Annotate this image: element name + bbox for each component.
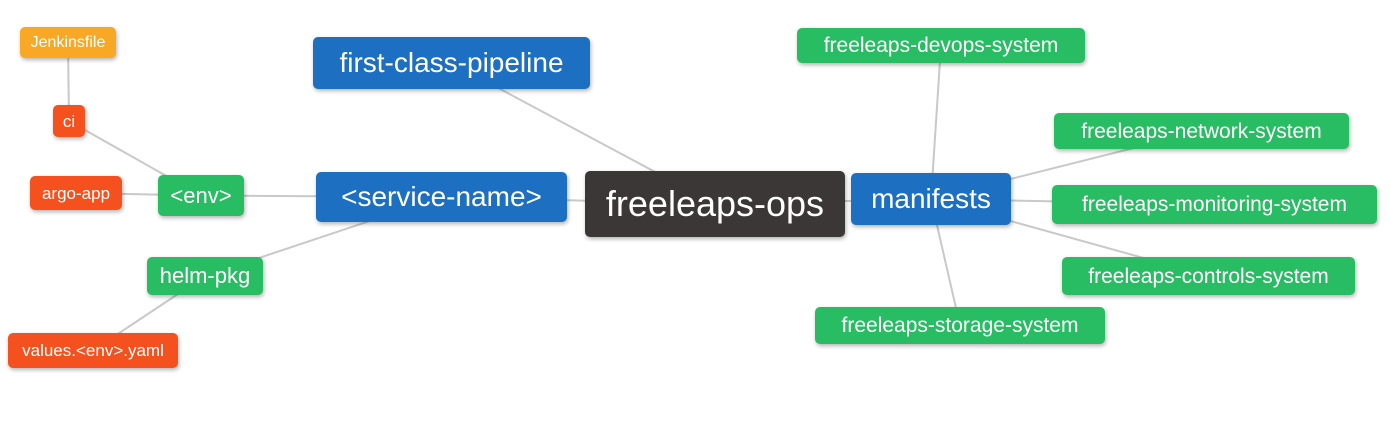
mindmap-node-values-env-yaml[interactable]: values.<env>.yaml xyxy=(8,333,178,368)
mindmap-node-helm-pkg[interactable]: helm-pkg xyxy=(147,257,263,295)
mindmap-node-freeleaps-ops[interactable]: freeleaps-ops xyxy=(585,171,845,237)
mindmap-node-manifests[interactable]: manifests xyxy=(851,173,1011,225)
mindmap-node-controls-system[interactable]: freeleaps-controls-system xyxy=(1062,257,1355,295)
mindmap-node-first-class-pipeline[interactable]: first-class-pipeline xyxy=(313,37,590,89)
mindmap-node-ci[interactable]: ci xyxy=(53,105,85,137)
mindmap-node-devops-system[interactable]: freeleaps-devops-system xyxy=(797,28,1085,63)
mindmap-node-service-name[interactable]: <service-name> xyxy=(316,172,567,222)
mindmap-node-env[interactable]: <env> xyxy=(158,175,244,216)
mindmap-node-monitoring-system[interactable]: freeleaps-monitoring-system xyxy=(1052,185,1377,224)
mindmap-node-argo-app[interactable]: argo-app xyxy=(30,176,122,210)
mindmap-node-jenkinsfile[interactable]: Jenkinsfile xyxy=(20,27,116,58)
mindmap-node-network-system[interactable]: freeleaps-network-system xyxy=(1054,113,1349,149)
mindmap-node-storage-system[interactable]: freeleaps-storage-system xyxy=(815,307,1105,344)
